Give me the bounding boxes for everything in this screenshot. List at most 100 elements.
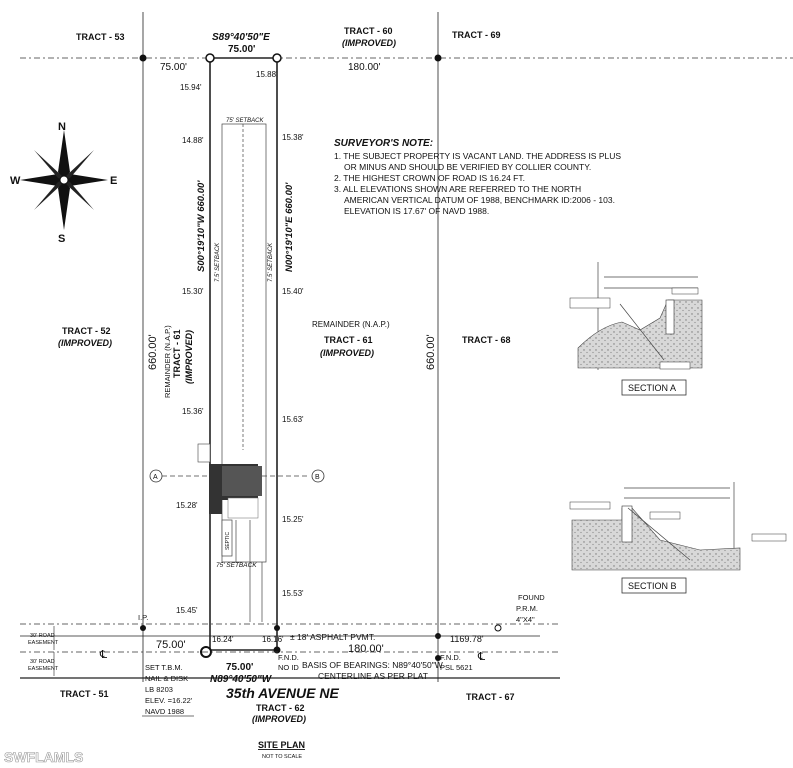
easement-lower-1: 30' ROAD — [30, 659, 55, 665]
compass-n: N — [58, 121, 66, 133]
dim-left-660: 660.00' — [147, 334, 159, 370]
basis-of-bearings: BASIS OF BEARINGS: N89°40'50"W — [302, 660, 443, 670]
corner-monuments — [139, 53, 502, 661]
tract-68: TRACT - 68 — [462, 335, 511, 345]
tract-69: TRACT - 69 — [452, 30, 501, 40]
tract-62-status: (IMPROVED) — [252, 714, 306, 724]
elev-1545: 15.45' — [176, 606, 198, 615]
setback-right: 7.5' SETBACK — [268, 242, 274, 282]
note-line-2: OR MINUS AND SHOULD BE VERIFIED BY COLLI… — [344, 162, 591, 172]
compass-s: S — [58, 233, 65, 245]
tbm-line-2: NAIL & DISK — [145, 674, 188, 683]
centerline-mark-left: ℄ — [99, 649, 107, 661]
easement-upper-2: EASEMENT — [28, 640, 59, 646]
tract-lines — [20, 12, 793, 682]
note-line-1: 1. THE SUBJECT PROPERTY IS VACANT LAND. … — [334, 151, 621, 161]
prm-label: P.R.M. — [516, 604, 538, 613]
remainder-label: REMAINDER (N.A.P.) — [312, 320, 390, 329]
note-line-4: 3. ALL ELEVATIONS SHOWN ARE REFERRED TO … — [334, 184, 581, 194]
dim-1169: 1169.78' — [450, 634, 484, 644]
dim-top-right: 180.00' — [348, 62, 381, 73]
ip-label: I.P. — [138, 613, 148, 622]
setback-left: 7.5' SETBACK — [215, 242, 221, 282]
tract-61-vertical-status: (IMPROVED) — [184, 330, 194, 384]
elev-1488: 14.88' — [182, 136, 204, 145]
section-a-label: SECTION A — [628, 383, 676, 393]
bearing-south-dist: 75.00' — [226, 662, 253, 673]
dim-right-660: 660.00' — [425, 334, 437, 370]
psl-label: PSL 5621 — [440, 663, 473, 672]
section-b-detail — [569, 482, 787, 571]
centerline-label: CENTERLINE AS PER PLAT — [318, 671, 428, 681]
tract-51: TRACT - 51 — [60, 689, 109, 699]
setback-bottom: 75' SETBACK — [216, 562, 257, 569]
section-a-marker: A — [153, 474, 158, 481]
tract-52: TRACT - 52 — [62, 326, 111, 336]
road-name: 35th AVENUE NE — [226, 685, 339, 701]
tbm-line-3: LB 8203 — [145, 685, 173, 694]
prm-size: 4"X4" — [516, 615, 535, 624]
section-b-label-box — [621, 577, 687, 594]
site-plan-subtitle: NOT TO SCALE — [262, 754, 302, 760]
road-lines — [20, 623, 560, 679]
tract-60-status: (IMPROVED) — [342, 38, 396, 48]
dim-bottom-right: 180.00' — [348, 643, 384, 655]
note-line-6: ELEVATION IS 17.67' OF NAVD 1988. — [344, 206, 489, 216]
elev-1594: 15.94' — [180, 83, 202, 92]
note-title: SURVEYOR'S NOTE: — [334, 138, 433, 149]
section-b-label: SECTION B — [628, 581, 677, 591]
remainder-vertical: REMAINDER (N.A.P.) — [163, 325, 172, 398]
tract-67: TRACT - 67 — [466, 692, 515, 702]
elev-1540: 15.40' — [282, 287, 304, 296]
easement-upper-1: 30' ROAD — [30, 633, 55, 639]
tbm-line-5: NAVD 1988 — [145, 707, 184, 716]
section-b-marker: B — [315, 474, 320, 481]
bearing-north: S89°40'50"E — [212, 32, 270, 43]
note-line-5: AMERICAN VERTICAL DATUM OF 1988, BENCHMA… — [344, 195, 615, 205]
tbm-line-4: ELEV. =16.22' — [145, 696, 193, 705]
tract-53: TRACT - 53 — [76, 32, 125, 42]
tract-61: TRACT - 61 — [324, 335, 373, 345]
elev-1616: 16.16' — [262, 635, 284, 644]
surveyor-note: SURVEYOR'S NOTE: 1. THE SUBJECT PROPERTY… — [334, 138, 621, 216]
bearing-south: N89°40'50"W — [210, 674, 273, 685]
dim-bottom-left: 75.00' — [156, 639, 186, 651]
elev-1528: 15.28' — [176, 501, 198, 510]
tract-52-status: (IMPROVED) — [58, 338, 112, 348]
found-label: FOUND — [518, 593, 545, 602]
elev-1525: 15.25' — [282, 515, 304, 524]
section-a-label-box — [621, 379, 687, 396]
setback-top: 75' SETBACK — [226, 118, 264, 124]
septic-label: SEPTIC — [225, 532, 231, 550]
proposed-house — [149, 443, 325, 622]
elev-1538: 15.38' — [282, 133, 304, 142]
centerline-mark-right: ℄ — [477, 651, 485, 663]
site-plan-title: SITE PLAN — [258, 740, 305, 750]
watermark: SWFLAMLS — [4, 749, 83, 765]
elevation-labels: 15.94' 15.88' 14.88' 15.38' 15.30' 15.40… — [176, 70, 304, 644]
tbm-line-1: SET T.B.M. — [145, 663, 183, 672]
note-line-3: 2. THE HIGHEST CROWN OF ROAD IS 16.24 FT… — [334, 173, 525, 183]
dim-top-left: 75.00' — [160, 62, 187, 73]
bearing-east: N00°19'10"E 660.00' — [284, 182, 295, 272]
compass-w: W — [10, 175, 21, 187]
elev-1530: 15.30' — [182, 287, 204, 296]
elev-1563: 15.63' — [282, 415, 304, 424]
section-a-detail — [569, 262, 703, 370]
easement-lower-2: EASEMENT — [28, 666, 59, 672]
bearing-north-dist: 75.00' — [228, 44, 255, 55]
asphalt-label: ± 18' ASPHALT PVMT. — [290, 632, 375, 642]
fnd-label-2: F.N.D. — [440, 653, 461, 662]
tract-61-status: (IMPROVED) — [320, 348, 374, 358]
elev-1536: 15.36' — [182, 407, 204, 416]
elev-1553: 15.53' — [282, 589, 304, 598]
bearing-west: S00°19'10"W 660.00' — [196, 180, 207, 272]
tract-62: TRACT - 62 — [256, 703, 305, 713]
noid-label: NO ID — [278, 663, 299, 672]
compass-e: E — [110, 175, 117, 187]
elev-1588: 15.88' — [256, 70, 278, 79]
fnd-label-1: F.N.D. — [278, 653, 299, 662]
tract-60: TRACT - 60 — [344, 26, 393, 36]
compass-rose — [20, 130, 108, 230]
